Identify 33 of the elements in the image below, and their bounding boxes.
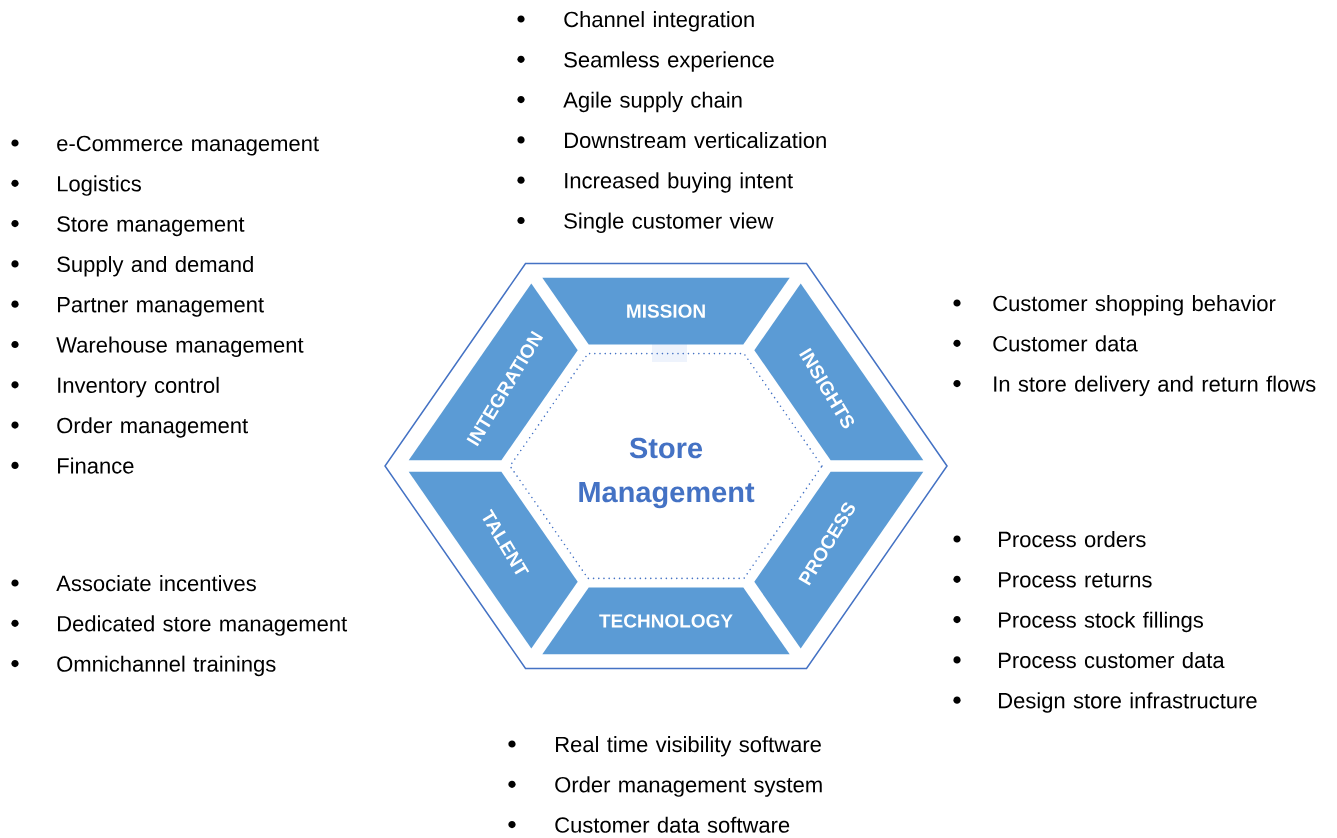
bullet-item: Customer data <box>953 335 1138 352</box>
bullet-item: Order management system <box>508 776 822 797</box>
bullet-item: Design store infrastructure <box>953 692 1257 713</box>
bullet-item: Increased buying intent <box>517 172 793 193</box>
bullet-item: Customer data software <box>508 816 790 833</box>
segment: TECHNOLOGY <box>542 587 790 655</box>
node-label: TECHNOLOGY <box>599 614 733 628</box>
bullet-item: Partner management <box>11 297 264 317</box>
bullet-item: e-Commerce management <box>11 135 319 156</box>
bullet-item: Associate incentives <box>11 575 256 592</box>
bullet-item: Warehouse management <box>11 336 304 358</box>
bullet-item: In store delivery and return flows <box>953 375 1316 397</box>
bullet-item: Agile supply chain <box>517 91 742 113</box>
bullet-item: Order management <box>11 417 248 438</box>
segment: MISSION <box>542 277 790 345</box>
bullet-item: Process stock fillings <box>953 611 1203 633</box>
bullet-item: Real time visibility software <box>508 736 821 757</box>
bullet-item: Logistics <box>11 175 141 196</box>
bullet-item: Process orders <box>953 531 1146 548</box>
bullet-item: Downstream verticalization <box>517 131 826 149</box>
bullet-item: Seamless experience <box>517 51 774 72</box>
bullet-item: Store management <box>11 216 245 237</box>
bullet-item: Finance <box>11 457 134 474</box>
bullet-item: Inventory control <box>11 376 219 398</box>
bullet-item: Process returns <box>953 572 1152 588</box>
bullet-item: Process customer data <box>953 651 1225 669</box>
bullet-item: Omnichannel trainings <box>11 655 276 677</box>
bullet-item: Dedicated store management <box>11 615 348 636</box>
node-label: MISSION <box>627 304 705 318</box>
bullet-item: Channel integration <box>517 11 754 32</box>
bullet-item: Customer shopping behavior <box>953 295 1276 316</box>
bullet-item: Single customer view <box>517 212 774 234</box>
bullet-item: Supply and demand <box>11 255 253 277</box>
